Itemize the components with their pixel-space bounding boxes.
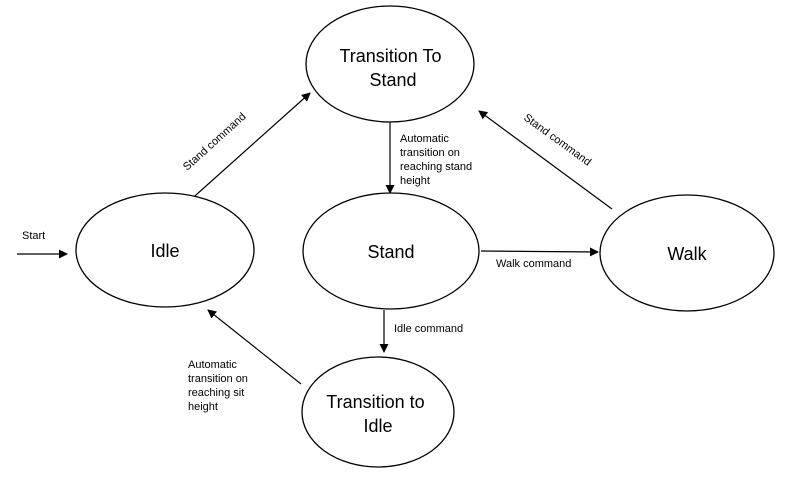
- transition-to-stand-to-stand-label: Automatic transition on reaching stand h…: [400, 133, 475, 187]
- svg-text:Transition to Idle: Transition to Idle: [326, 392, 429, 436]
- stand-to-transition-to-idle-label: Idle command: [394, 323, 463, 335]
- stand-to-walk-arrow: [480, 247, 599, 257]
- state-transition-to-stand-line1: Transition To: [339, 46, 441, 66]
- transition-to-idle-to-idle-label: Automatic transition on reaching sit hei…: [188, 359, 251, 413]
- idle-to-transition-to-stand-arrow: [186, 92, 311, 204]
- state-idle: Idle: [75, 192, 255, 308]
- state-transition-to-idle-line1: Transition to: [326, 392, 424, 412]
- transition-to-idle-to-idle-arrow: [207, 309, 302, 385]
- state-stand-label: Stand: [367, 242, 414, 262]
- state-walk-label: Walk: [667, 244, 707, 264]
- state-stand: Stand: [302, 192, 480, 310]
- state-transition-to-stand: Transition To Stand: [305, 5, 475, 123]
- state-transition-to-idle-line2: Idle: [363, 416, 392, 436]
- state-walk: Walk: [599, 194, 775, 312]
- start-label: Start: [22, 230, 45, 242]
- state-idle-label: Idle: [150, 241, 179, 261]
- walk-to-transition-to-stand-label: Stand command: [521, 112, 593, 169]
- state-transition-to-idle: Transition to Idle: [301, 356, 455, 468]
- state-transition-to-stand-line2: Stand: [369, 70, 416, 90]
- walk-to-transition-to-stand-arrow: [478, 110, 613, 210]
- idle-to-transition-to-stand-label: Stand command: [181, 111, 249, 174]
- svg-text:Transition To Stand: Transition To Stand: [339, 46, 446, 90]
- stand-to-walk-label: Walk command: [496, 258, 571, 270]
